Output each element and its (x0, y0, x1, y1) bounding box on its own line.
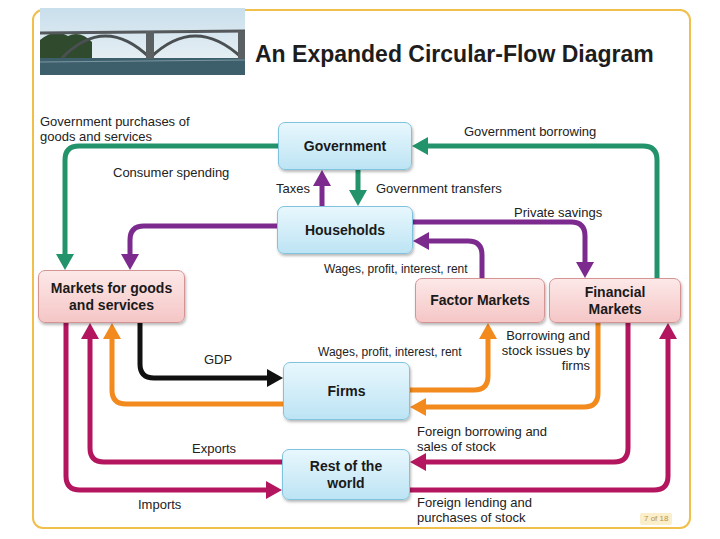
flow-arrow (420, 323, 598, 407)
flow-box: Government (278, 122, 412, 170)
flow-arrow (130, 226, 277, 260)
flow-arrow (356, 170, 361, 196)
node-label: Financial Markets (558, 284, 672, 318)
bridge-deck (40, 31, 245, 33)
slide-number: 7 of 18 (640, 513, 672, 525)
photo-sky (40, 8, 245, 75)
edge-label: Government purchases of goods and servic… (40, 114, 210, 144)
edge-label: Government borrowing (464, 124, 624, 139)
node-label: Households (305, 222, 385, 239)
node-label: Factor Markets (430, 292, 530, 309)
flow-arrow (112, 333, 283, 404)
slide-title: An Expanded Circular-Flow Diagram (255, 41, 654, 68)
edge-label: Private savings (514, 205, 624, 220)
edge-label: Imports (138, 497, 208, 512)
node-label: Government (304, 138, 386, 155)
bridge-pier (238, 31, 245, 59)
edge-label: Exports (192, 441, 262, 456)
flow-arrow (413, 222, 585, 268)
edge-label: Consumer spending (113, 165, 263, 180)
edge-label: Taxes (276, 181, 321, 196)
flow-box: Households (277, 206, 413, 254)
flow-arrow (90, 333, 282, 462)
bridge-arch (150, 36, 242, 58)
flow-arrow (320, 180, 325, 206)
edge-label: Wages, profit, interest, rent (318, 345, 486, 360)
edge-label: Government transfers (376, 181, 526, 196)
flow-box: Rest of the world (282, 449, 410, 500)
bridge-arch (62, 36, 150, 58)
edge-label: GDP (204, 352, 244, 367)
flow-box: Markets for goods and services (38, 270, 185, 323)
edge-label: Borrowing and stock issues by firms (494, 328, 590, 373)
slide-frame (33, 10, 690, 528)
photo-reflection (40, 60, 245, 62)
bridge-photo (40, 8, 245, 75)
flow-arrow (66, 323, 272, 490)
node-label: Markets for goods and services (47, 280, 176, 314)
edge-label: Foreign borrowing and sales of stock (417, 424, 567, 454)
photo-water (40, 58, 245, 75)
node-label: Rest of the world (291, 458, 401, 492)
flow-arrow (422, 146, 657, 278)
flow-arrow (410, 333, 488, 390)
node-label: Firms (327, 383, 365, 400)
edge-label: Foreign lending and purchases of stock (417, 495, 567, 525)
flow-box: Factor Markets (415, 278, 545, 323)
flow-box: Firms (283, 362, 410, 420)
bridge-pier (146, 31, 154, 59)
flow-arrow (140, 323, 273, 378)
edge-label: Wages, profit, interest, rent (324, 262, 499, 277)
flow-box: Financial Markets (549, 278, 681, 323)
flow-arrow (65, 146, 278, 260)
